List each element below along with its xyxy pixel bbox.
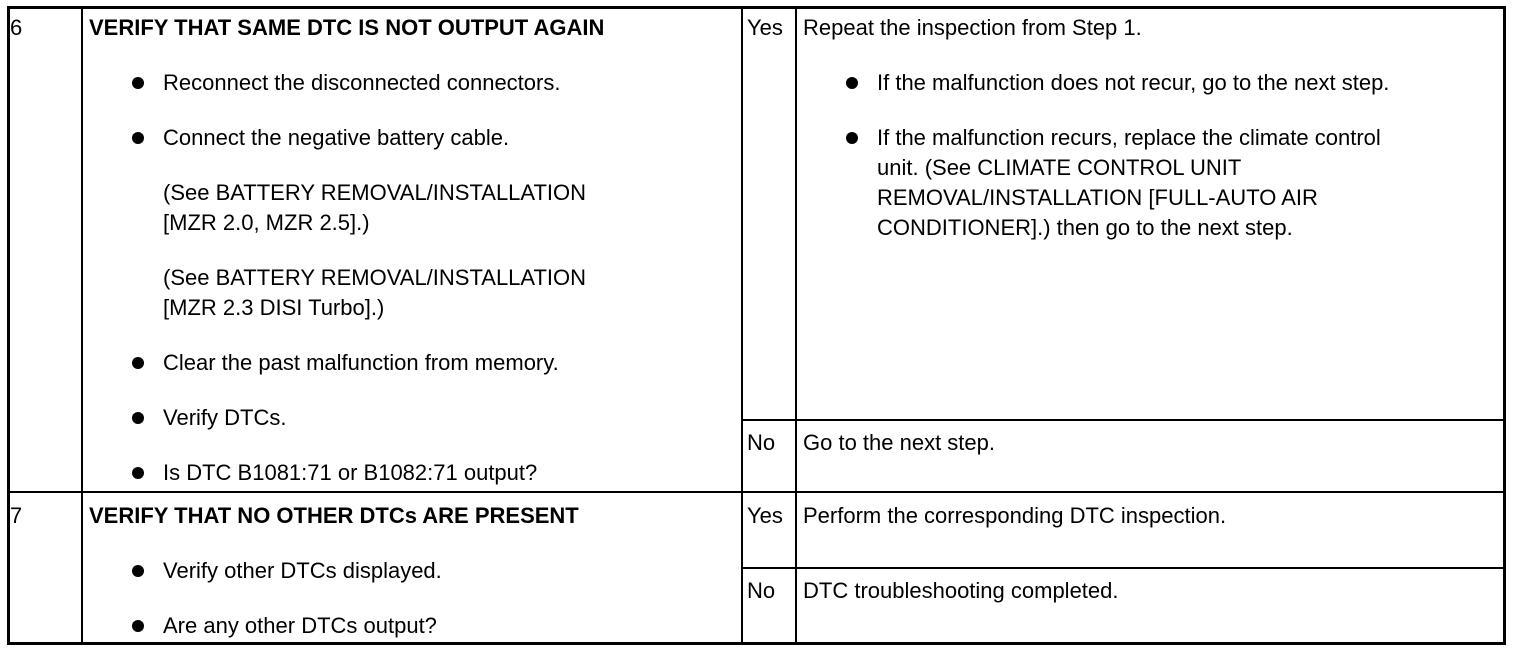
step-6-action-2: Connect the negative battery cable. xyxy=(163,125,510,150)
step-6-yes-label: Yes xyxy=(747,15,783,40)
step-6-reference-1-line-2: [MZR 2.0, MZR 2.5].) xyxy=(163,210,370,235)
step-7-no-label: No xyxy=(747,578,776,603)
step-6-action-5: Is DTC B1081:71 or B1082:71 output? xyxy=(163,460,538,485)
step-6-yes-bullet-2-line-4: CONDITIONER].) then go to the next step. xyxy=(877,215,1293,240)
step-6-yes-bullet-2-line-2: unit. (See CLIMATE CONTROL UNIT xyxy=(877,155,1242,180)
table-border xyxy=(7,6,1506,645)
step-7-yes-text: Perform the corresponding DTC inspection… xyxy=(803,503,1227,528)
step-6-yes-bullet-1: If the malfunction does not recur, go to… xyxy=(877,70,1390,95)
step-7-yes-label: Yes xyxy=(747,503,783,528)
step-6-yes-bullet-2-line-3: REMOVAL/INSTALLATION [FULL-AUTO AIR xyxy=(877,185,1318,210)
divider-row-6-7 xyxy=(7,491,1506,493)
step-6-reference-2-line-2: [MZR 2.3 DISI Turbo].) xyxy=(163,295,385,320)
step-6-yes-text: Repeat the inspection from Step 1. xyxy=(803,15,1142,40)
bullet-icon xyxy=(846,132,858,144)
step-7-action-2: Are any other DTCs output? xyxy=(163,613,437,638)
step-7-number: 7 xyxy=(10,503,23,528)
divider-step7-yes-no xyxy=(741,567,1506,569)
bullet-icon xyxy=(846,77,858,89)
bullet-icon xyxy=(132,467,144,479)
bullet-icon xyxy=(132,357,144,369)
step-6-reference-2-line-1: (See BATTERY REMOVAL/INSTALLATION xyxy=(163,265,587,290)
step-6-action-1: Reconnect the disconnected connectors. xyxy=(163,70,561,95)
step-7-title: VERIFY THAT NO OTHER DTCs ARE PRESENT xyxy=(89,503,579,528)
bullet-icon xyxy=(132,132,144,144)
step-6-action-4: Verify DTCs. xyxy=(163,405,287,430)
divider-step-column xyxy=(81,6,83,645)
bullet-icon xyxy=(132,620,144,632)
step-6-yes-bullet-2-line-1: If the malfunction recurs, replace the c… xyxy=(877,125,1381,150)
step-6-no-text: Go to the next step. xyxy=(803,430,996,455)
divider-result-column xyxy=(741,6,743,645)
bullet-icon xyxy=(132,77,144,89)
divider-step6-yes-no xyxy=(741,419,1506,421)
step-6-action-3: Clear the past malfunction from memory. xyxy=(163,350,559,375)
bullet-icon xyxy=(132,565,144,577)
step-6-no-label: No xyxy=(747,430,776,455)
step-7-no-text: DTC troubleshooting completed. xyxy=(803,578,1119,603)
step-6-reference-1-line-1: (See BATTERY REMOVAL/INSTALLATION xyxy=(163,180,587,205)
bullet-icon xyxy=(132,412,144,424)
step-7-action-1: Verify other DTCs displayed. xyxy=(163,558,442,583)
step-6-number: 6 xyxy=(10,15,23,40)
step-6-title: VERIFY THAT SAME DTC IS NOT OUTPUT AGAIN xyxy=(89,15,605,40)
divider-action-column xyxy=(795,6,797,645)
